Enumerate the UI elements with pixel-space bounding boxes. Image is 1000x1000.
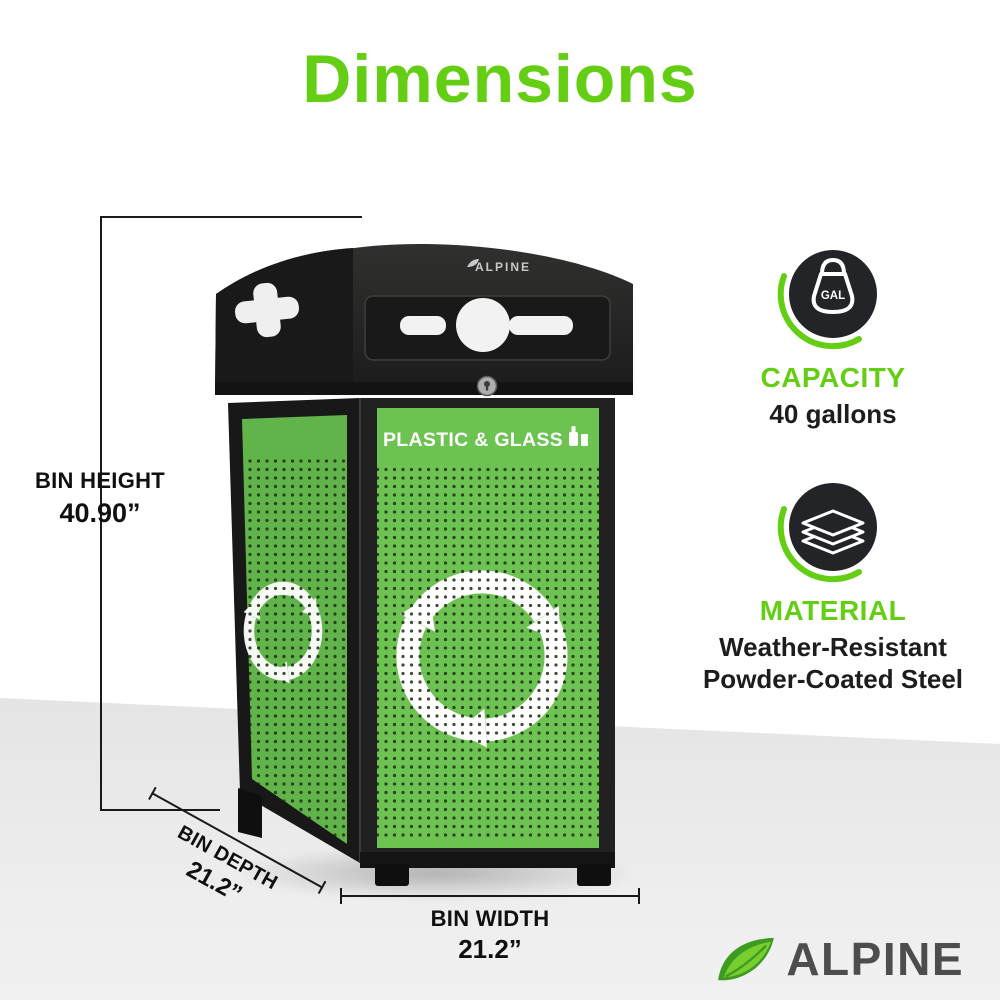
height-label-text: BIN HEIGHT <box>34 468 166 493</box>
lid-brand-text: ALPINE <box>475 260 531 274</box>
height-extension-line-bottom <box>100 809 220 811</box>
bottle-icon <box>569 426 588 446</box>
alpine-logo: ALPINE <box>714 932 964 986</box>
width-dimension-line <box>340 888 640 904</box>
capacity-weight-icon: GAL <box>777 250 877 350</box>
width-dimension-annotation: BIN WIDTH 21.2” <box>340 888 640 965</box>
brand-logo-text: ALPINE <box>786 933 964 985</box>
deposit-slot-left <box>400 316 446 335</box>
material-label: MATERIAL <box>759 594 907 626</box>
bin-lid: ALPINE <box>215 243 633 397</box>
width-label-text: BIN WIDTH <box>430 906 550 931</box>
capacity-value: 40 gallons <box>769 399 897 429</box>
lid-side-face <box>215 248 353 395</box>
spec-list: GAL CAPACITY 40 gallons MATERIAL Weather… <box>692 238 974 696</box>
deposit-cross-opening <box>235 282 299 338</box>
width-value-text: 21.2” <box>458 934 522 964</box>
front-panel-label: PLASTIC & GLASS <box>383 429 563 451</box>
spec-material: MATERIAL Weather-Resistant Powder-Coated… <box>692 471 974 696</box>
bin-base <box>360 852 615 868</box>
material-layers-icon <box>777 482 877 582</box>
page-title: Dimensions <box>302 41 698 117</box>
bin-foot-back-left <box>238 788 262 838</box>
width-tick-right <box>638 888 640 904</box>
material-value: Weather-Resistant Powder-Coated Steel <box>702 631 964 695</box>
deposit-hole-round <box>456 298 510 352</box>
recycling-bin-illustration: ALPINE <box>215 243 633 886</box>
bin-body: PLASTIC & GLASS <box>228 398 615 886</box>
height-dimension-label: BIN HEIGHT 40.90” <box>8 468 192 529</box>
lid-leaf-icon <box>467 259 479 267</box>
height-dimension-line <box>100 217 102 811</box>
capacity-icon-text: GAL <box>821 290 845 302</box>
capacity-label: CAPACITY <box>760 362 906 393</box>
leaf-icon <box>718 937 775 981</box>
bin-foot-front-left <box>375 864 409 886</box>
bin-foot-front-right <box>577 864 611 886</box>
lock-icon <box>476 375 498 397</box>
height-extension-line-top <box>100 216 362 218</box>
spec-capacity: GAL CAPACITY 40 gallons <box>692 238 974 431</box>
width-tick-left <box>340 888 342 904</box>
height-value-text: 40.90” <box>59 498 141 528</box>
deposit-slot-right <box>509 316 573 335</box>
